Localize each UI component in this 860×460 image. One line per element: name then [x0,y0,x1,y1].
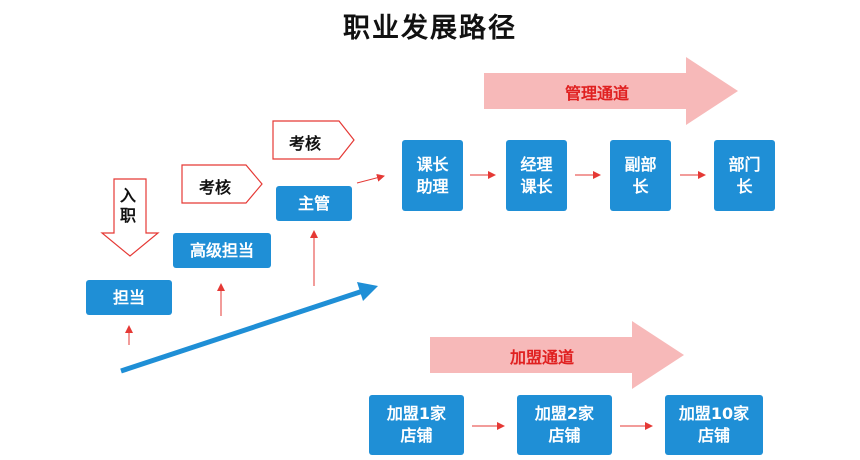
management-stage-box: 副部长 [610,140,671,211]
management-banner-label: 管理通道 [565,84,630,103]
level-box-associate: 担当 [86,280,172,315]
level-box-supervisor: 主管 [276,186,352,221]
entry-label: 入职 [120,186,137,225]
franchise-stage-box: 加盟10家店铺 [665,395,763,455]
management-stage-box: 经理课长 [506,140,567,211]
franchise-banner-label: 加盟通道 [510,348,575,367]
assess-label-1: 考核 [199,178,232,197]
franchise-stage-box: 加盟1家店铺 [369,395,464,455]
management-stage-box: 部门长 [714,140,775,211]
management-banner-arrow [484,57,738,125]
franchise-banner-arrow [430,321,684,389]
page-title: 职业发展路径 [343,13,517,44]
assess-arrow-2 [272,120,355,160]
assess-label-2: 考核 [289,134,322,153]
level-box-senior-associate: 高级担当 [173,233,271,268]
assess-arrow-1 [181,164,263,204]
entry-down-arrow [100,178,160,257]
management-stage-box: 课长助理 [402,140,463,211]
franchise-stage-box: 加盟2家店铺 [517,395,612,455]
